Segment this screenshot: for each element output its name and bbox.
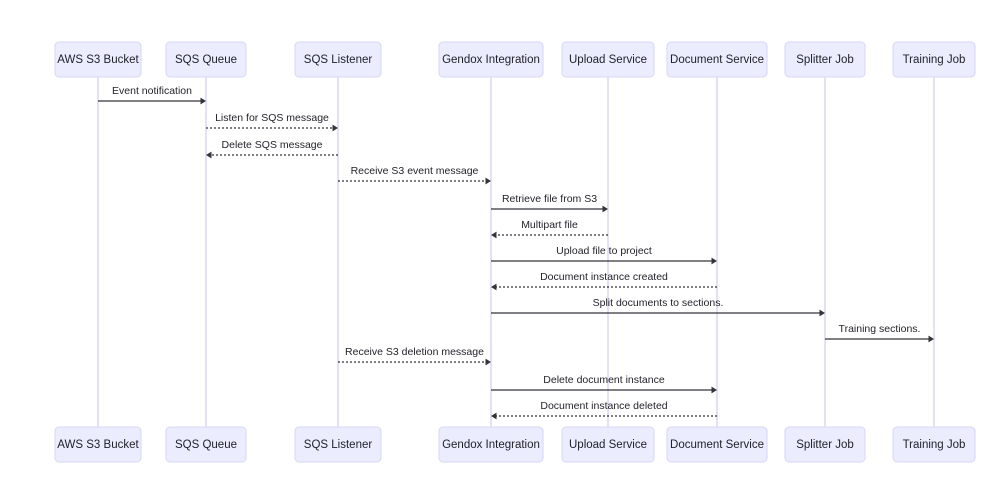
participant-box-shape xyxy=(561,426,655,463)
participant-upload-bottom[interactable]: Upload Service xyxy=(561,426,655,463)
message-arrowhead-11 xyxy=(485,358,491,366)
message-label-7: Upload file to project xyxy=(556,245,652,257)
participant-label: Splitter Job xyxy=(796,439,854,451)
participant-training-bottom[interactable]: Training Job xyxy=(892,426,976,463)
participant-box-shape xyxy=(294,426,382,463)
participant-label: SQS Queue xyxy=(175,54,237,66)
message-arrowhead-4 xyxy=(485,177,491,185)
message-7: Upload file to project xyxy=(491,245,717,265)
participant-label: Document Service xyxy=(670,439,764,451)
participant-label: SQS Listener xyxy=(304,54,373,66)
message-13: Document instance deleted xyxy=(491,400,717,420)
participant-upload-top[interactable]: Upload Service xyxy=(561,41,655,78)
message-5: Retrieve file from S3 xyxy=(491,193,608,213)
participant-sqs-bottom[interactable]: SQS Queue xyxy=(165,426,247,463)
message-label-4: Receive S3 event message xyxy=(351,165,479,177)
message-label-8: Document instance created xyxy=(540,271,668,283)
message-11: Receive S3 deletion message xyxy=(338,346,491,366)
message-label-9: Split documents to sections. xyxy=(593,297,724,309)
message-arrowhead-5 xyxy=(602,205,608,213)
participant-box-shape xyxy=(294,41,382,78)
participant-boxes-bottom: AWS S3 Bucket SQS Queue SQS Listener Gendox… xyxy=(54,426,976,463)
participant-label: AWS S3 Bucket xyxy=(57,439,139,451)
participant-label: Document Service xyxy=(670,54,764,66)
participant-label: Gendox Integration xyxy=(442,54,540,66)
participant-gendox-top[interactable]: Gendox Integration xyxy=(438,41,544,78)
participant-box-shape xyxy=(438,41,544,78)
participant-box-shape xyxy=(784,41,866,78)
message-label-6: Multipart file xyxy=(521,219,578,231)
message-arrowhead-12 xyxy=(711,386,717,394)
message-label-12: Delete document instance xyxy=(543,374,665,386)
participant-s3-bottom[interactable]: AWS S3 Bucket xyxy=(54,426,142,463)
message-arrowhead-7 xyxy=(711,257,717,265)
participant-splitter-bottom[interactable]: Splitter Job xyxy=(784,426,866,463)
participant-sqs-top[interactable]: SQS Queue xyxy=(165,41,247,78)
message-4: Receive S3 event message xyxy=(338,165,491,185)
message-2: Listen for SQS message xyxy=(206,112,338,132)
participant-gendox-bottom[interactable]: Gendox Integration xyxy=(438,426,544,463)
message-label-2: Listen for SQS message xyxy=(215,112,329,124)
participant-splitter-top[interactable]: Splitter Job xyxy=(784,41,866,78)
message-arrowhead-13 xyxy=(491,412,497,420)
participant-box-shape xyxy=(784,426,866,463)
message-10: Training sections. xyxy=(825,323,934,343)
message-3: Delete SQS message xyxy=(206,139,338,159)
message-label-11: Receive S3 deletion message xyxy=(345,346,484,358)
participant-box-shape xyxy=(165,426,247,463)
message-arrowhead-9 xyxy=(819,309,825,317)
participant-label: Training Job xyxy=(903,54,966,66)
participant-box-shape xyxy=(561,41,655,78)
participant-label: Splitter Job xyxy=(796,54,854,66)
participant-listener-top[interactable]: SQS Listener xyxy=(294,41,382,78)
message-9: Split documents to sections. xyxy=(491,297,825,317)
participant-boxes-top: AWS S3 Bucket SQS Queue SQS Listener Gendox… xyxy=(54,41,976,78)
participant-box-shape xyxy=(892,41,976,78)
participant-label: SQS Listener xyxy=(304,439,373,451)
participant-box-shape xyxy=(666,41,768,78)
message-6: Multipart file xyxy=(491,219,608,239)
participant-box-shape xyxy=(438,426,544,463)
message-label-1: Event notification xyxy=(112,85,192,97)
participant-box-shape xyxy=(165,41,247,78)
message-8: Document instance created xyxy=(491,271,717,291)
message-label-10: Training sections. xyxy=(839,323,921,335)
participant-label: Upload Service xyxy=(569,439,647,451)
participant-box-shape xyxy=(54,426,142,463)
participant-listener-bottom[interactable]: SQS Listener xyxy=(294,426,382,463)
message-12: Delete document instance xyxy=(491,374,717,394)
message-arrowhead-8 xyxy=(491,283,497,291)
participant-label: Gendox Integration xyxy=(442,439,540,451)
message-arrowhead-2 xyxy=(332,124,338,132)
participant-label: AWS S3 Bucket xyxy=(57,54,139,66)
participant-label: Training Job xyxy=(903,439,966,451)
message-arrowhead-10 xyxy=(928,335,934,343)
message-arrowhead-6 xyxy=(491,231,497,239)
participant-label: SQS Queue xyxy=(175,439,237,451)
message-arrowhead-1 xyxy=(200,97,206,105)
participant-document-bottom[interactable]: Document Service xyxy=(666,426,768,463)
lifelines-layer xyxy=(97,77,935,427)
participant-box-shape xyxy=(666,426,768,463)
participant-box-shape xyxy=(892,426,976,463)
message-1: Event notification xyxy=(98,85,206,105)
message-arrowhead-3 xyxy=(206,151,212,159)
participant-document-top[interactable]: Document Service xyxy=(666,41,768,78)
participant-training-top[interactable]: Training Job xyxy=(892,41,976,78)
participant-s3-top[interactable]: AWS S3 Bucket xyxy=(54,41,142,78)
participant-box-shape xyxy=(54,41,142,78)
message-label-13: Document instance deleted xyxy=(540,400,667,412)
message-label-3: Delete SQS message xyxy=(222,139,323,151)
participant-label: Upload Service xyxy=(569,54,647,66)
message-label-5: Retrieve file from S3 xyxy=(502,193,597,205)
